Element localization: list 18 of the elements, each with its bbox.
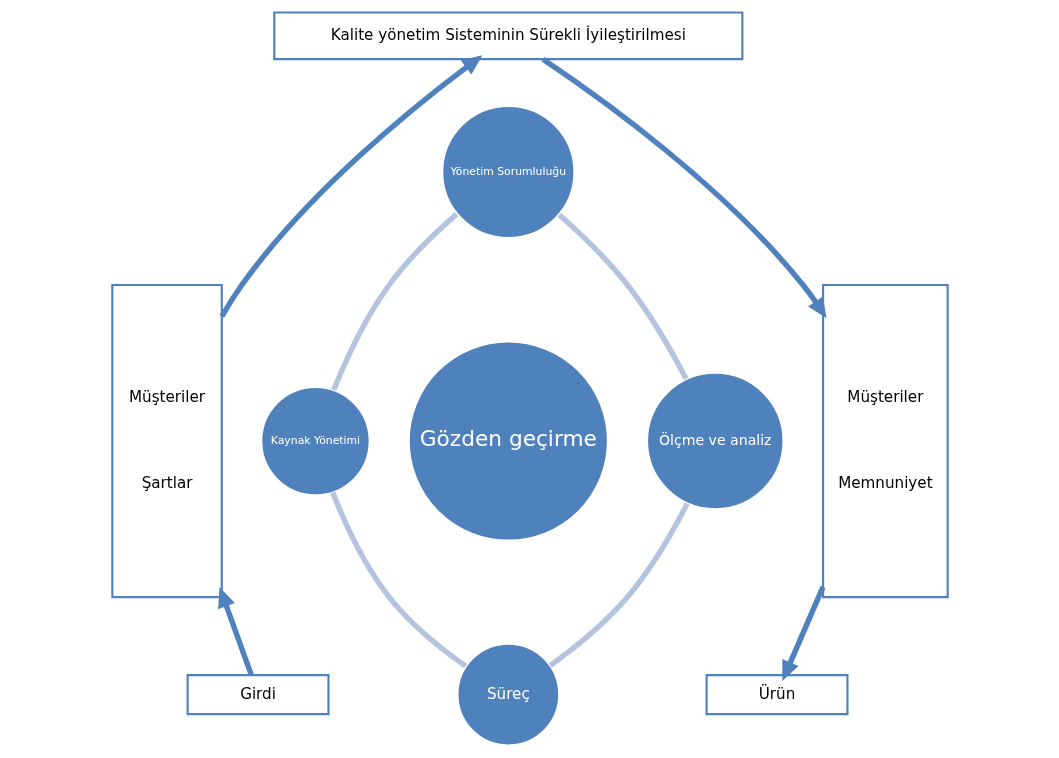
node-circle: Kaynak Yönetimi — [259, 385, 371, 497]
node-box: Ürün — [705, 674, 849, 716]
node-circle: Yönetim Sorumluluğu — [440, 104, 576, 240]
arrow — [219, 55, 482, 318]
node-box: Müşteriler Şartlar — [110, 283, 223, 599]
connector — [330, 212, 458, 391]
arrow — [541, 57, 827, 319]
arrow — [217, 587, 254, 676]
connector — [548, 502, 690, 668]
arrow — [781, 585, 825, 682]
connector — [329, 491, 467, 669]
node-circle: Ölçme ve analiz — [645, 371, 785, 511]
connector — [556, 212, 688, 381]
node-box: Kalite yönetim Sisteminin Sürekli İyileştirilmesi — [272, 11, 743, 61]
node-circle: Süreç — [455, 642, 560, 747]
node-box: Müşteriler Memnuniyet — [821, 283, 949, 599]
node-circle: Gözden geçirme — [407, 340, 609, 542]
node-box: Girdi — [186, 674, 330, 716]
